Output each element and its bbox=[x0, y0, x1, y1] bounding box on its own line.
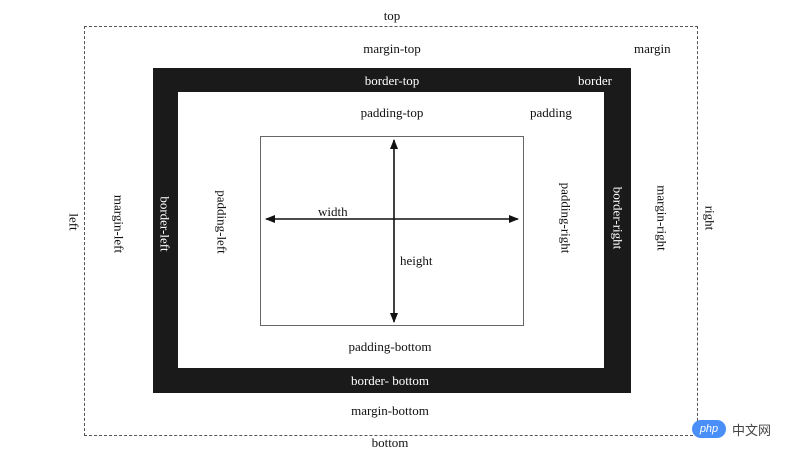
label-width: width bbox=[318, 204, 348, 219]
label-border: border bbox=[578, 73, 612, 88]
label-margin-left: margin-left bbox=[111, 194, 127, 254]
label-padding-top: padding-top bbox=[360, 105, 424, 120]
php-logo-icon: php bbox=[692, 420, 726, 438]
margin-box bbox=[84, 26, 698, 436]
label-border-left: border-left bbox=[157, 196, 173, 252]
label-padding-bottom: padding-bottom bbox=[348, 339, 432, 354]
label-height: height bbox=[400, 253, 433, 268]
label-margin-bottom: margin-bottom bbox=[351, 403, 429, 418]
label-margin-top: margin-top bbox=[363, 41, 421, 56]
label-border-right: border-right bbox=[610, 186, 626, 250]
label-top: top bbox=[383, 8, 401, 23]
label-margin-right: margin-right bbox=[654, 185, 670, 251]
label-border-top: border-top bbox=[364, 73, 420, 88]
watermark: php 中文网 bbox=[692, 416, 784, 442]
label-bottom: bottom bbox=[371, 435, 409, 450]
label-padding-left: padding-left bbox=[214, 190, 230, 254]
label-padding: padding bbox=[530, 105, 572, 120]
label-right: right bbox=[702, 205, 718, 231]
content-box bbox=[260, 136, 524, 326]
watermark-text: 中文网 bbox=[732, 423, 772, 439]
label-padding-right: padding-right bbox=[558, 182, 574, 254]
label-margin: margin bbox=[634, 41, 671, 56]
label-border-bottom: border- bottom bbox=[350, 373, 430, 388]
label-left: left bbox=[66, 213, 82, 231]
